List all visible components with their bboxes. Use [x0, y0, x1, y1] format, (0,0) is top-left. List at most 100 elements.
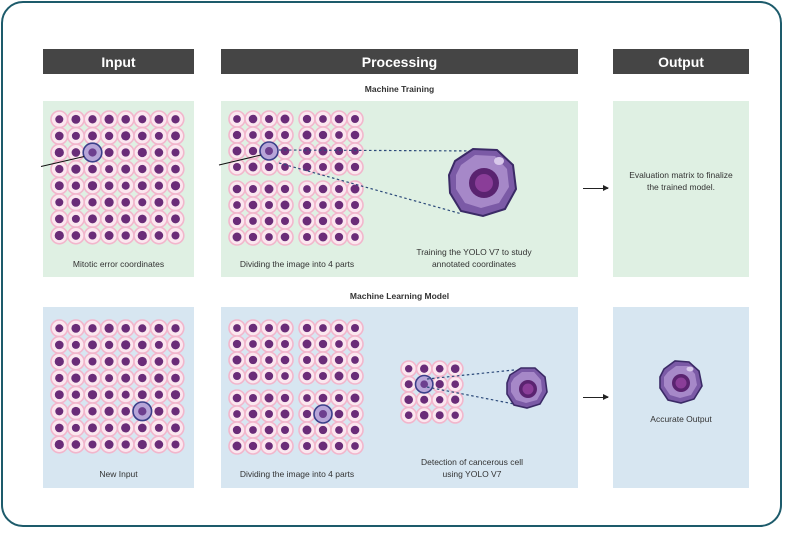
- cell: [330, 228, 348, 246]
- cell: [260, 367, 278, 385]
- model-processing-panel: Dividing the image into 4 parts Detectio…: [221, 307, 578, 488]
- cell: [133, 368, 152, 388]
- cell: [66, 143, 85, 162]
- cell: [228, 351, 246, 369]
- cell: [66, 126, 85, 145]
- cell: [133, 319, 152, 338]
- cell: [346, 158, 364, 176]
- cell: [50, 335, 69, 354]
- cell: [276, 437, 294, 455]
- cell: [166, 418, 185, 437]
- cell: [83, 226, 102, 245]
- cell: [133, 226, 152, 245]
- cell: [99, 193, 119, 212]
- cell: [83, 176, 102, 195]
- cell: [228, 158, 246, 176]
- cell: [133, 143, 152, 162]
- cell: [83, 193, 102, 212]
- cell: [346, 351, 364, 369]
- pointer-arrow: [40, 156, 85, 167]
- cell: [83, 435, 102, 454]
- cell: [50, 143, 69, 162]
- cell: [50, 418, 69, 437]
- cell: [50, 176, 69, 195]
- cell: [330, 437, 348, 455]
- cell: [99, 402, 119, 421]
- cell: [99, 335, 119, 354]
- cell: [99, 368, 119, 388]
- cell: [149, 402, 168, 421]
- cell: [66, 418, 85, 437]
- header-output: Output: [613, 49, 749, 74]
- training-processing-panel: Dividing the image into 4 parts Training…: [218, 101, 578, 277]
- cell: [50, 110, 69, 129]
- model-processing-caption-right: Detection of cancerous cell using YOLO V…: [420, 457, 524, 479]
- cell: [149, 352, 168, 371]
- cell: [415, 360, 433, 378]
- cell: [116, 385, 135, 404]
- cell: [83, 110, 102, 129]
- output-cell-icon: [659, 360, 703, 404]
- cell: [50, 368, 69, 388]
- cell: [276, 158, 294, 176]
- cell: [446, 360, 464, 378]
- cell: [133, 126, 152, 145]
- cell: [99, 110, 119, 129]
- cell: [346, 335, 364, 353]
- cell: [149, 435, 168, 454]
- cell: [116, 402, 135, 421]
- cell: [133, 418, 152, 437]
- cell: [116, 209, 135, 228]
- cell: [133, 435, 152, 454]
- cell: [346, 437, 364, 455]
- cell: [298, 421, 316, 439]
- cell: [166, 402, 185, 421]
- cell: [116, 319, 135, 338]
- cell: [166, 319, 185, 338]
- zoom-line-bottom: [278, 162, 463, 215]
- cell: [346, 319, 364, 337]
- training-processing-caption-right: Training the YOLO V7 to study annotated …: [416, 247, 532, 269]
- model-output-text: Accurate Output: [650, 414, 712, 424]
- training-output-panel: Evaluation matrix to finalize the traine…: [613, 101, 749, 277]
- cell: [149, 226, 168, 245]
- cell: [166, 159, 185, 179]
- cell: [276, 212, 294, 230]
- cell: [99, 418, 119, 437]
- cell: [83, 402, 102, 421]
- cell: [83, 335, 102, 354]
- cell: [228, 367, 246, 385]
- cell-grid-training-input: [40, 110, 185, 245]
- diagram-frame: [1, 1, 782, 527]
- cell: [260, 437, 278, 455]
- cell: [149, 193, 168, 212]
- cell: [228, 180, 246, 198]
- section-label-training: Machine Training: [364, 84, 435, 94]
- cell: [276, 389, 294, 407]
- cell: [244, 212, 262, 230]
- cell: [276, 319, 294, 337]
- cell-grid-new-input: [50, 319, 185, 454]
- cell: [66, 352, 85, 371]
- cell: [66, 319, 85, 338]
- cell: [244, 367, 262, 385]
- cell: [133, 176, 152, 195]
- cell: [149, 126, 168, 145]
- cell: [166, 385, 185, 404]
- cell: [99, 385, 119, 404]
- cell: [166, 368, 185, 388]
- cell: [66, 385, 85, 404]
- cell: [116, 226, 135, 245]
- cell: [415, 406, 433, 424]
- cell: [346, 389, 364, 407]
- cell: [66, 402, 85, 421]
- cell: [314, 228, 332, 246]
- highlighted-cell: [82, 142, 103, 163]
- training-input-caption: Mitotic error coordinates: [72, 259, 165, 269]
- zoom-lines-training: [278, 147, 518, 218]
- cell: [99, 226, 119, 245]
- cell: [330, 158, 348, 176]
- highlighted-cell: [313, 404, 333, 424]
- cell: [66, 209, 85, 228]
- cell: [166, 352, 185, 371]
